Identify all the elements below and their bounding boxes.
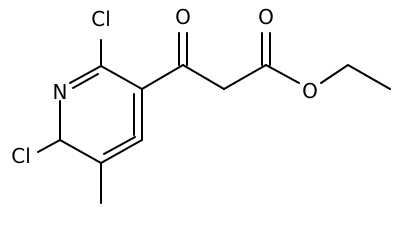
atom-n-ring: N <box>53 80 68 104</box>
bond-c5-c4 <box>100 139 143 164</box>
bond-o-ch2 <box>320 64 349 84</box>
bond-c2-n-inner <box>72 73 99 89</box>
atom-cl-top: Cl <box>91 7 111 31</box>
bond-ch2-ch3 <box>347 64 391 90</box>
bond-c3-ketone-c <box>141 64 184 90</box>
atom-o-ester: O <box>302 79 318 103</box>
bond-c6-c5 <box>59 139 102 164</box>
bond-c6-cl <box>37 139 61 153</box>
molecule-diagram: Cl N Cl O O O <box>11 5 391 204</box>
bond-ch2-ester-c <box>223 64 267 90</box>
bond-c2-n <box>69 65 102 84</box>
atom-o-ester-carbonyl: O <box>258 5 274 29</box>
bond-ketone-c-ch2 <box>182 64 225 90</box>
atom-cl-bottom: Cl <box>11 144 31 168</box>
structure-canvas: Cl N Cl O O O <box>11 5 391 204</box>
bond-ester-c-o <box>265 64 300 84</box>
bond-c2-c3 <box>100 65 143 90</box>
atom-o-ketone: O <box>175 5 191 29</box>
bond-c5-c4-inner <box>103 136 136 155</box>
